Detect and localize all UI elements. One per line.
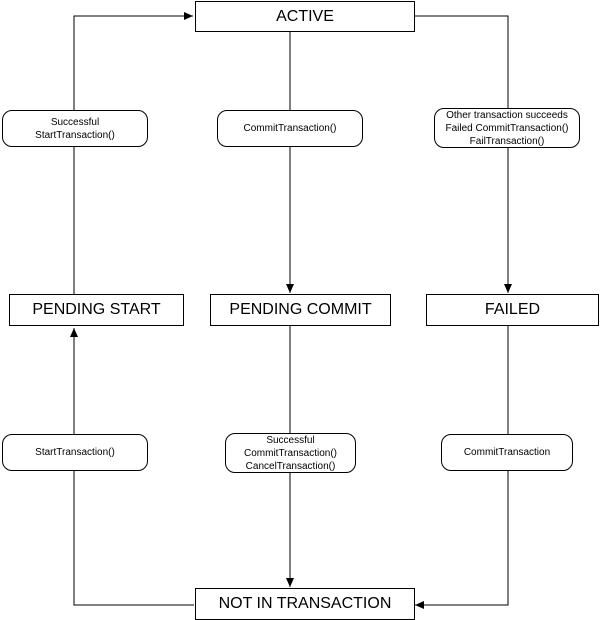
edge-active-to-failed (415, 15, 512, 293)
condition-line: CancelTransaction() (245, 460, 336, 472)
condition-line: Failed CommitTransaction() (445, 122, 569, 134)
edge-failed-to-not-in-transaction (415, 326, 509, 609)
condition-failed-commit: CommitTransaction (441, 434, 573, 471)
state-pending-commit: PENDING COMMIT (210, 294, 391, 326)
condition-commit-cancel: Successful CommitTransaction() CancelTra… (225, 433, 356, 473)
condition-line: FailTransaction() (469, 135, 545, 147)
condition-line: CommitTransaction (463, 447, 551, 458)
condition-line: Successful (266, 434, 315, 446)
condition-line: StartTransaction() (35, 447, 115, 458)
condition-commit: CommitTransaction() (217, 110, 363, 147)
state-not-in-transaction: NOT IN TRANSACTION (195, 588, 415, 620)
condition-start-success: Successful StartTransaction() (2, 110, 148, 147)
condition-line: Successful (50, 116, 100, 128)
condition-line: StartTransaction() (35, 129, 115, 141)
state-active: ACTIVE (195, 1, 415, 32)
condition-start: StartTransaction() (2, 434, 148, 471)
condition-fail: Other transaction succeeds Failed Commit… (434, 108, 580, 148)
state-failed: FAILED (426, 294, 599, 326)
edge-pending-start-to-active (73, 12, 193, 296)
condition-line: CommitTransaction() (244, 447, 337, 459)
state-pending-start: PENDING START (9, 294, 184, 326)
condition-line: Other transaction succeeds (446, 109, 568, 121)
condition-line: CommitTransaction() (243, 123, 337, 134)
edge-not-in-transaction-to-pending-start (70, 328, 194, 606)
